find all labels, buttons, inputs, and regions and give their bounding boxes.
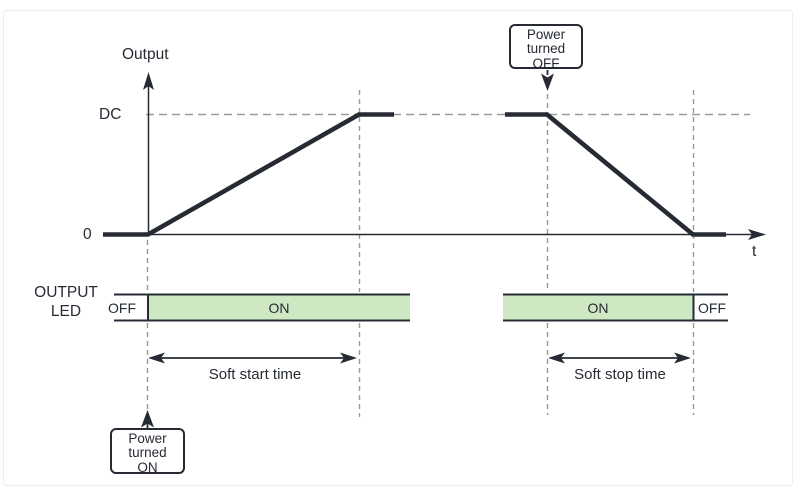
power-on-callout-line2: turned xyxy=(128,445,167,461)
power-on-callout: Power turned ON xyxy=(110,428,185,474)
power-off-callout-line2: turned xyxy=(526,41,566,57)
power-on-callout-line3: ON xyxy=(137,459,158,475)
x-axis-title: t xyxy=(752,243,757,260)
led-on-block-left xyxy=(148,295,410,320)
power-off-callout-line1: Power xyxy=(526,27,566,42)
led-state-off-left: OFF xyxy=(108,300,136,316)
soft-stop-arrow xyxy=(548,352,691,364)
soft-start-time-label: Soft start time xyxy=(208,366,302,383)
zero-level-label: 0 xyxy=(83,226,92,243)
soft-stop-arrowhead-left-icon xyxy=(548,352,565,364)
led-state-off-right: OFF xyxy=(698,300,726,316)
soft-stop-arrowhead-right-icon xyxy=(674,352,691,364)
y-axis-arrowhead-icon xyxy=(143,72,154,90)
power-on-pointer xyxy=(141,410,154,428)
soft-start-arrow xyxy=(148,352,357,364)
led-state-on-left: ON xyxy=(268,300,290,316)
dc-level-label: DC xyxy=(99,106,122,123)
y-axis-title: Output xyxy=(122,46,169,63)
led-state-on-right: ON xyxy=(587,300,609,316)
waveform-soft-start xyxy=(103,112,394,237)
canvas-frame xyxy=(3,10,793,486)
power-off-pointer xyxy=(541,70,554,91)
led-bar-outline xyxy=(114,293,728,322)
x-axis-arrowhead-icon xyxy=(748,229,766,240)
soft-start-arrowhead-right-icon xyxy=(340,352,357,364)
led-row-label-line2: LED xyxy=(50,303,82,320)
power-off-callout-line3: OFF xyxy=(532,55,560,71)
led-row-label: OUTPUT LED xyxy=(18,283,114,321)
vertical-guide-lines xyxy=(146,90,695,417)
power-on-arrowhead-icon xyxy=(141,410,154,428)
waveform-soft-stop xyxy=(505,112,726,237)
power-off-callout: Power turned OFF xyxy=(509,24,583,71)
soft-stop-time-label: Soft stop time xyxy=(574,366,666,383)
led-row-label-line1: OUTPUT xyxy=(34,284,98,301)
soft-start-arrowhead-left-icon xyxy=(148,352,165,364)
led-on-block-right xyxy=(503,295,693,320)
power-off-arrowhead-icon xyxy=(541,73,554,91)
power-on-callout-line1: Power xyxy=(128,431,167,446)
